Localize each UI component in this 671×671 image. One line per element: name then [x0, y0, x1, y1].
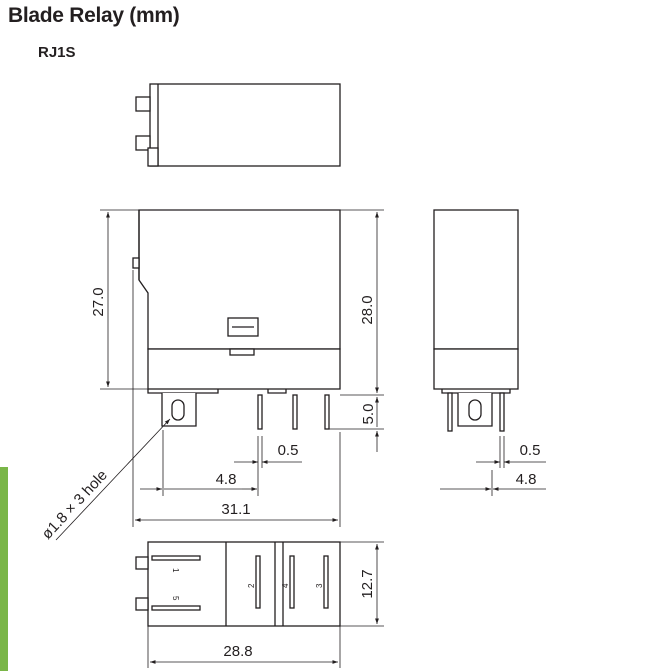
pin-label-3: 3 — [315, 583, 324, 588]
dim-height-total: 28.0 — [340, 209, 384, 396]
dim-label-27: 27.0 — [90, 287, 107, 316]
dim-depth-bottom: 12.7 — [340, 541, 384, 627]
dim-label-127: 12.7 — [359, 569, 376, 598]
dim-pin-offset-side: 4.8 — [440, 470, 546, 496]
top-view — [135, 83, 341, 167]
pin-label-4: 4 — [281, 583, 290, 588]
bottom-view: 1 5 2 4 3 — [135, 541, 341, 627]
front-view — [132, 209, 341, 430]
dim-width-overall: 31.1 — [132, 270, 341, 527]
dim-label-5: 5.0 — [360, 404, 377, 425]
pin-label-2: 2 — [247, 583, 256, 588]
dim-pin-offset-front: 4.8 — [140, 430, 259, 496]
dim-label-311: 31.1 — [221, 501, 250, 518]
pin-label-5: 5 — [171, 596, 180, 601]
accent-bar — [0, 467, 8, 671]
hole-callout: ø1.8 × 3 hole — [38, 418, 171, 543]
dim-label-288: 28.8 — [223, 643, 252, 660]
dim-label-05-front: 0.5 — [278, 442, 299, 459]
dim-pin-thickness-side: 0.5 — [476, 436, 546, 468]
model-label: RJ1S — [38, 44, 76, 61]
page-title: Blade Relay (mm) — [8, 4, 180, 27]
side-view — [433, 209, 519, 432]
dim-label-48-front: 4.8 — [216, 471, 237, 488]
dim-pin-thickness-front: 0.5 — [234, 436, 302, 468]
dim-label-48-side: 4.8 — [516, 471, 537, 488]
dim-pin-length: 5.0 — [329, 397, 384, 452]
hole-label: ø1.8 × 3 hole — [38, 467, 110, 543]
dim-height-body: 27.0 — [90, 209, 148, 390]
dim-label-05-side: 0.5 — [520, 442, 541, 459]
pin-label-1: 1 — [171, 568, 180, 573]
dim-label-28: 28.0 — [359, 295, 376, 324]
dim-width-bottom: 28.8 — [147, 626, 341, 668]
